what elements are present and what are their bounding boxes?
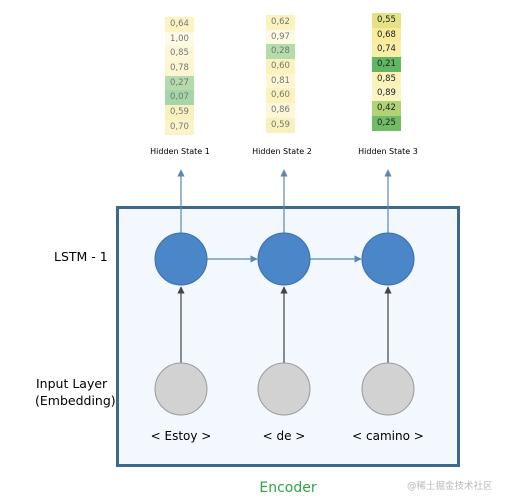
vector-cell: 0,27 [165,75,194,91]
vector-cell: 0,70 [165,119,194,135]
vector-cell: 0,97 [266,29,295,45]
vector-cell: 0,89 [372,86,401,102]
vector-cell: 0,68 [372,27,401,43]
hidden-state-vector-3: 0,55 0,68 0,74 0,21 0,85 0,89 0,42 0,25 [372,13,401,131]
vector-cell: 0,21 [372,57,401,72]
vector-cell: 0,25 [372,115,401,131]
input-node-1 [154,362,208,416]
vector-cell: 0,42 [372,101,401,116]
vector-cell: 0,85 [165,46,194,62]
hidden-state-label-3: Hidden State 3 [358,147,418,156]
input-layer-label: Input Layer [36,376,108,391]
vector-cell: 0,28 [266,44,295,60]
vector-cell: 0,86 [266,103,295,118]
vector-cell: 0,59 [165,105,194,120]
hidden-state-vector-1: 0,64 1,00 0,85 0,78 0,27 0,07 0,59 0,70 [165,17,194,135]
vector-cell: 0,62 [266,15,295,30]
vector-cell: 0,85 [372,71,401,87]
input-node-3 [361,362,415,416]
hidden-state-label-1: Hidden State 1 [150,147,210,156]
hidden-state-vector-2: 0,62 0,97 0,28 0,60 0,81 0,60 0,86 0,59 [266,15,295,133]
vector-cell: 0,78 [165,61,194,76]
lstm-node-2 [257,232,311,286]
vector-cell: 0,64 [165,17,194,32]
hidden-state-label-2: Hidden State 2 [252,147,312,156]
vector-cell: 0,60 [266,59,295,74]
vector-cell: 0,81 [266,73,295,89]
input-node-2 [257,362,311,416]
lstm-node-1 [154,232,208,286]
lstm-layer-label: LSTM - 1 [54,249,108,264]
token-estoy: < Estoy > [150,429,212,443]
encoder-label: Encoder [259,480,317,496]
token-camino: < camino > [352,429,424,443]
token-de: < de > [262,429,306,443]
vector-cell: 0,59 [266,117,295,133]
vector-cell: 0,60 [266,88,295,104]
vector-cell: 0,74 [372,42,401,58]
watermark: @稀土掘金技术社区 [407,481,493,492]
lstm-node-3 [361,232,415,286]
embedding-label: (Embedding) [35,393,116,408]
vector-cell: 0,55 [372,13,401,28]
vector-cell: 0,07 [165,90,194,106]
vector-cell: 1,00 [165,31,194,47]
